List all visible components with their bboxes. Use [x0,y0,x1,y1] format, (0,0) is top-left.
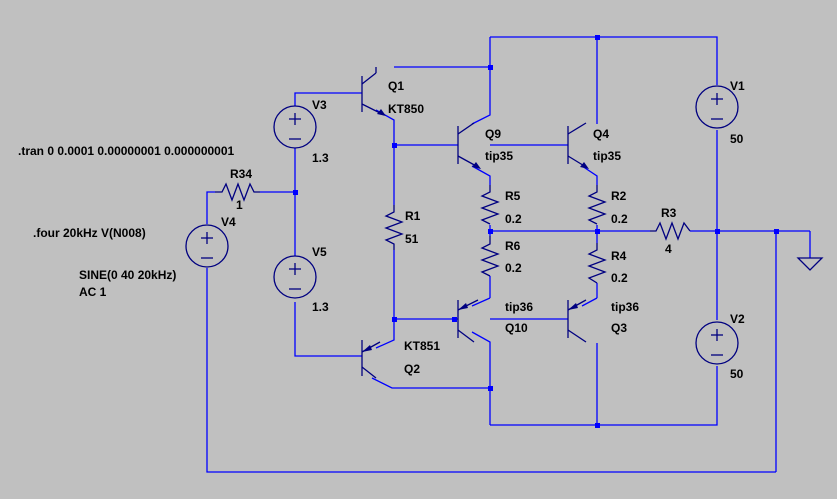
v5-ref: V5 [312,245,327,259]
wire-bottom-rail [490,366,718,426]
q1-ref: Q1 [388,79,404,93]
junction [595,229,600,234]
v3-value: 1.3 [312,151,329,165]
v2-ref: V2 [730,312,745,326]
transistor-q3[interactable] [567,299,587,343]
wires [206,36,811,473]
ground-icon [796,257,824,271]
resistor-r1[interactable] [384,205,404,250]
q3-ref: tip36 [611,300,639,314]
voltage-source-v1[interactable] [695,85,739,129]
wire-q10-collector [471,331,491,425]
transistor-q10[interactable] [457,299,479,343]
v5-value: 1.3 [312,300,329,314]
wire-top-rail [490,36,718,85]
wire-q2-emitter [375,319,395,349]
junction [488,65,493,70]
resistor-r3[interactable] [650,221,691,241]
wire-q10-emitter [471,297,491,307]
r4-value: 0.2 [611,271,628,285]
resistor-r2[interactable] [587,185,607,225]
junction [392,317,397,322]
r6-value: 0.2 [505,261,522,275]
junction [595,35,600,40]
tran-directive[interactable]: .tran 0 0.0001 0.00000001 0.000000001 [18,144,235,158]
junction [392,143,397,148]
r1-value: 51 [405,232,419,246]
wire-v3-q1-base [294,92,362,108]
transistor-q2[interactable] [361,340,381,379]
v4-ref: V4 [221,215,236,229]
r1-ref: R1 [405,209,421,223]
q9-ref: Q9 [485,127,501,141]
wire-v5-q2-base [294,302,362,357]
q4-ref: Q4 [593,127,609,141]
resistor-r6[interactable] [480,236,500,277]
transistor-q9[interactable] [457,122,481,169]
r34-ref: R34 [230,167,252,181]
r5-value: 0.2 [505,212,522,226]
v4-ac: AC 1 [79,285,107,299]
voltage-source-v3[interactable] [273,105,317,149]
junctions [293,35,779,428]
r3-value: 4 [665,242,672,256]
r34-value: 1 [236,198,243,212]
voltage-source-v4[interactable] [185,224,229,268]
junction [293,190,298,195]
junction [774,229,779,234]
junction [595,423,600,428]
q1-model: KT850 [388,102,424,116]
q2-model: Q2 [404,362,420,376]
q2-ref: KT851 [404,339,440,353]
v1-value: 50 [730,132,744,146]
r2-ref: R2 [611,189,627,203]
transistor-q4[interactable] [567,122,589,169]
r5-ref: R5 [505,189,521,203]
v2-value: 50 [730,367,744,381]
r3-ref: R3 [661,206,677,220]
q3-model: Q3 [611,321,627,335]
resistor-r5[interactable] [480,185,500,225]
wire-q9-collector [471,67,491,125]
voltage-source-v2[interactable] [695,321,739,365]
wire-q4-emitter [581,165,598,185]
r6-ref: R6 [505,239,521,253]
voltage-source-v5[interactable] [273,255,317,299]
q10-ref: tip36 [505,300,533,314]
q9-model: tip35 [485,149,513,163]
labels: .tran 0 0.0001 0.00000001 0.000000001 .f… [18,79,745,381]
junction [452,317,457,322]
wire-q3-emitter [581,297,598,307]
wire-feedback-bottom [206,268,776,473]
resistor-r34[interactable] [215,182,260,202]
q10-model: Q10 [505,321,528,335]
v1-ref: V1 [730,79,745,93]
junction [488,386,493,391]
r4-ref: R4 [611,249,627,263]
junction [715,229,720,234]
wire-q2-collector [371,377,490,389]
junction [488,229,493,234]
transistor-q1[interactable] [361,67,386,116]
q4-model: tip35 [593,149,621,163]
wire-q9-emitter [471,165,491,185]
v3-ref: V3 [312,98,327,112]
wire-v4-top [206,191,215,224]
resistor-r4[interactable] [587,243,607,284]
r2-value: 0.2 [611,212,628,226]
four-directive[interactable]: .four 20kHz V(N008) [33,226,146,240]
v4-value: SINE(0 40 20kHz) [79,268,176,282]
